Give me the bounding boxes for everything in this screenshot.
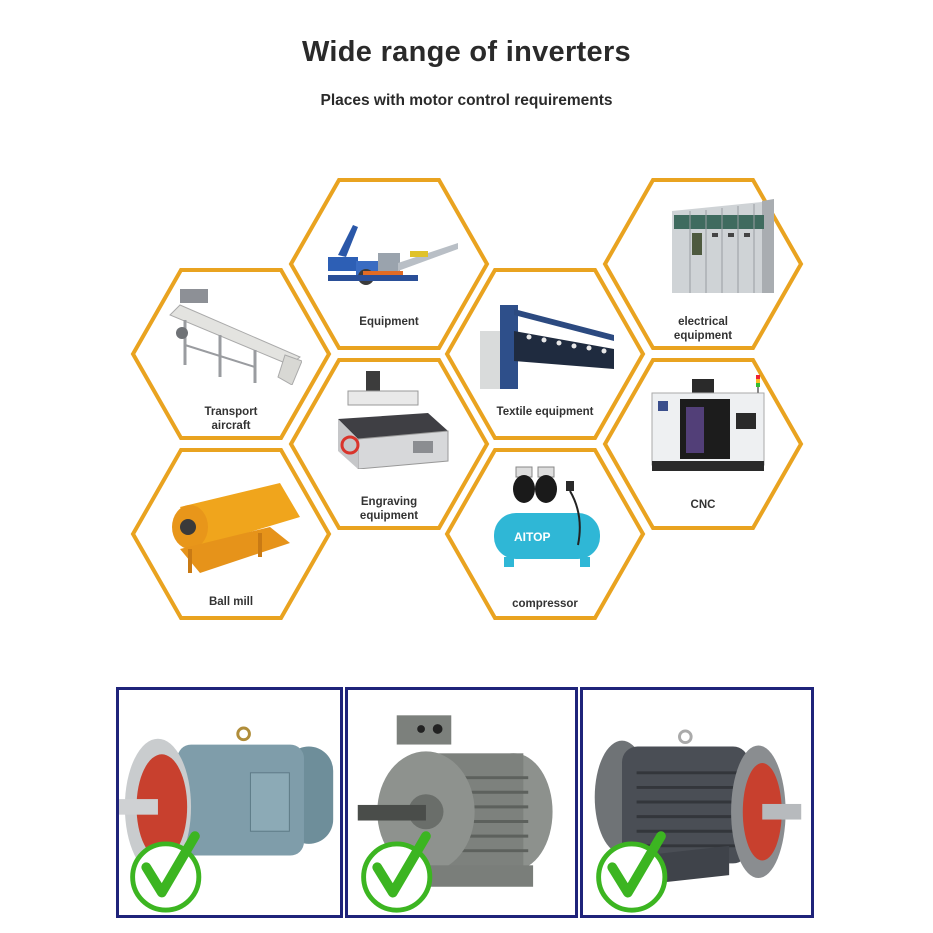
electric-motor-icon	[357, 715, 553, 913]
switchgear-cabinet-icon	[672, 199, 774, 293]
extrusion-line-icon	[328, 225, 458, 285]
checkmark-icon	[372, 831, 431, 898]
app-label: compressor	[512, 598, 578, 610]
app-hex-ballmill: Ball mill	[130, 447, 332, 621]
motor-panel-2	[345, 687, 578, 918]
motor-panel-3	[580, 687, 814, 918]
ball-mill-icon	[172, 483, 300, 573]
app-label: Ball mill	[208, 596, 254, 608]
page-subtitle: Places with motor control requirements	[320, 92, 613, 109]
cnc-machine-icon	[651, 375, 765, 471]
checkmark-icon	[141, 831, 200, 898]
motor-panel-1	[116, 687, 343, 918]
conveyor-icon	[169, 289, 302, 385]
app-hex-cnc: CNC	[602, 357, 804, 531]
app-label: Equipment	[359, 316, 419, 328]
textile-machine-icon	[480, 305, 614, 389]
cnc-router-icon	[338, 371, 449, 469]
app-hex-compressor: AITOP compressor	[444, 447, 646, 621]
checkmark-icon	[607, 831, 666, 898]
app-hex-textile: Textile equipment	[444, 267, 646, 441]
electric-motor-icon	[119, 726, 334, 913]
compressor-brand: AITOP	[514, 530, 550, 544]
air-compressor-icon: AITOP	[494, 466, 600, 567]
page-title: Wide range of inverters	[302, 36, 631, 68]
app-label: CNC	[690, 499, 716, 511]
app-hex-equipment: Equipment	[288, 177, 490, 351]
electric-motor-icon	[594, 729, 802, 913]
app-label: Textile equipment	[496, 406, 594, 418]
